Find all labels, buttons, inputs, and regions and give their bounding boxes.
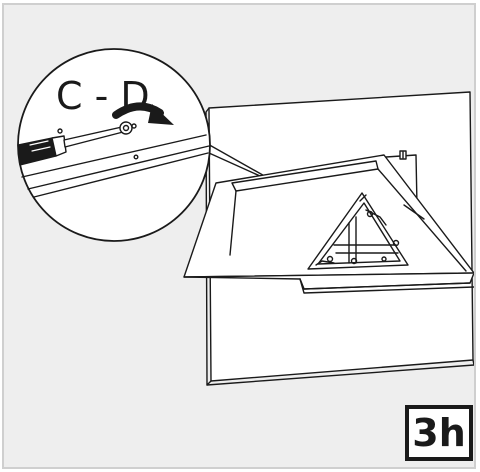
illustration-frame: C - D 3h: [2, 3, 476, 469]
callout-label: C - D: [56, 74, 150, 118]
step-badge: 3h: [405, 405, 473, 461]
detail-callout: C - D: [17, 48, 211, 242]
hood-canopy: [183, 154, 474, 294]
installation-diagram: C - D: [17, 48, 474, 386]
hood-inner-frame: [307, 192, 409, 270]
